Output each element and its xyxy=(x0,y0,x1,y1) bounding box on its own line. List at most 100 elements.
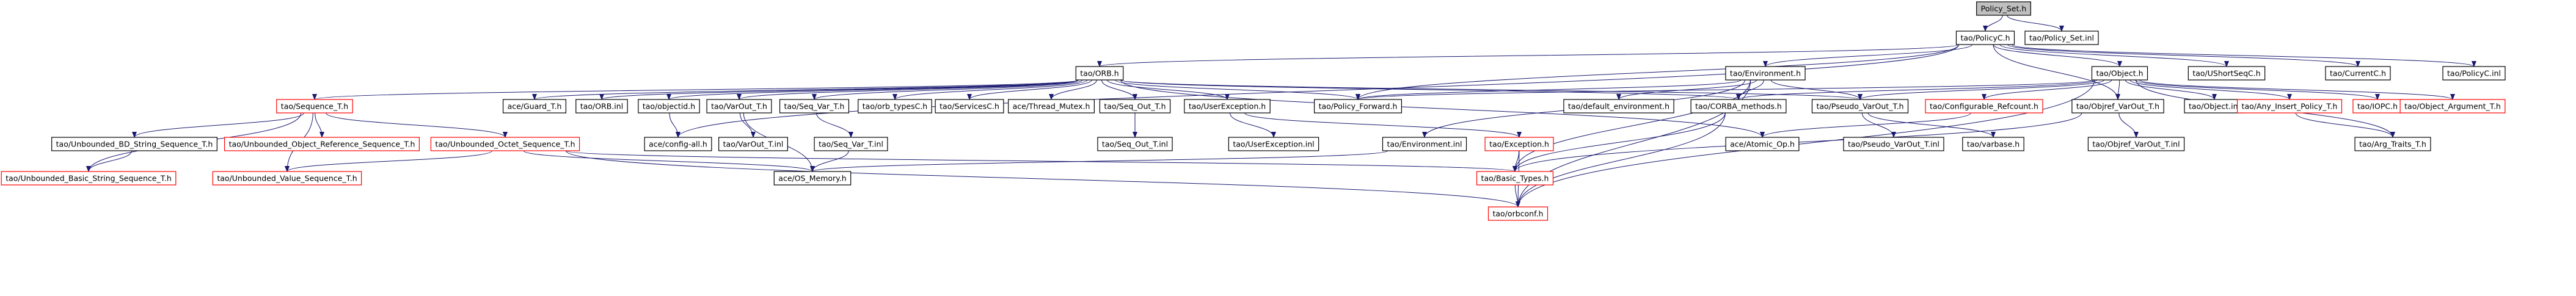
node-varbase-h[interactable]: tao/varbase.h xyxy=(1962,137,2024,151)
node-userexception-h[interactable]: tao/UserException.h xyxy=(1184,99,1271,114)
node-atomic-op-h[interactable]: ace/Atomic_Op.h xyxy=(1725,137,1800,151)
node-seq-out-t-inl[interactable]: tao/Seq_Out_T.inl xyxy=(1097,137,1173,151)
node-configurable-refcount-h[interactable]: tao/Configurable_Refcount.h xyxy=(1925,99,2043,114)
node-iopc-h[interactable]: tao/IOPC.h xyxy=(2352,99,2403,114)
node-label: tao/Unbounded_BD_String_Sequence_T.h xyxy=(56,140,213,149)
node-orb-h[interactable]: tao/ORB.h xyxy=(1075,66,1124,81)
node-label: tao/PolicyC.h xyxy=(1961,34,2010,43)
node-label: tao/IOPC.h xyxy=(2357,102,2398,111)
node-varout-t-h[interactable]: tao/VarOut_T.h xyxy=(706,99,772,114)
node-label: tao/Unbounded_Octet_Sequence_T.h xyxy=(435,140,575,149)
edge-object-h-to-iopc-h xyxy=(2134,79,2380,100)
node-label: tao/Unbounded_Object_Reference_Sequence_… xyxy=(229,140,415,149)
node-box xyxy=(1811,99,1909,114)
node-pseudo-varout-t-h[interactable]: tao/Pseudo_VarOut_T.h xyxy=(1811,99,1909,114)
node-object-inl[interactable]: tao/Object.inl xyxy=(2184,99,2245,114)
node-unbounded-object-reference-sequence-t-h[interactable]: tao/Unbounded_Object_Reference_Sequence_… xyxy=(224,137,420,151)
node-label: tao/objectid.h xyxy=(643,102,695,111)
node-label: ace/config-all.h xyxy=(649,140,707,149)
node-orb-inl[interactable]: tao/ORB.inl xyxy=(575,99,628,114)
node-box xyxy=(51,137,217,151)
node-exception-h[interactable]: tao/Exception.h xyxy=(1484,137,1554,151)
node-box xyxy=(638,99,700,114)
node-seq-out-t-h[interactable]: tao/Seq_Out_T.h xyxy=(1099,99,1171,114)
node-box xyxy=(1690,99,1787,114)
node-label: Policy_Set.h xyxy=(1981,4,2027,13)
node-currentc-h[interactable]: tao/CurrentC.h xyxy=(2325,66,2391,81)
node-box xyxy=(1976,1,2031,16)
node-policy-set-h[interactable]: Policy_Set.h xyxy=(1976,1,2031,16)
node-policy-forward-h[interactable]: tao/Policy_Forward.h xyxy=(1314,99,1402,114)
edge-orb-h-to-objectid-h xyxy=(666,79,1079,100)
node-box xyxy=(1725,66,1806,81)
node-policyc-inl[interactable]: tao/PolicyC.inl xyxy=(2442,66,2506,81)
node-unbounded-bd-string-sequence-t-h[interactable]: tao/Unbounded_BD_String_Sequence_T.h xyxy=(51,137,217,151)
node-varout-t-inl[interactable]: tao/VarOut_T.inl xyxy=(718,137,788,151)
edge-sequence-t-h-to-unbounded-bd-string-sequence-t-h xyxy=(132,112,304,138)
edge-pseudo-varout-t-h-to-pseudo-varout-t-inl xyxy=(1861,112,1896,138)
node-box xyxy=(2399,99,2506,114)
node-os-memory-h[interactable]: ace/OS_Memory.h xyxy=(773,171,852,186)
node-orb-typesc-h[interactable]: tao/orb_typesC.h xyxy=(858,99,932,114)
node-pseudo-varout-t-inl[interactable]: tao/Pseudo_VarOut_T.inl xyxy=(1843,137,1944,151)
node-seq-var-t-h[interactable]: tao/Seq_Var_T.h xyxy=(779,99,850,114)
node-label: tao/UShortSeqC.h xyxy=(2192,69,2260,78)
node-unbounded-value-sequence-t-h[interactable]: tao/Unbounded_Value_Sequence_T.h xyxy=(212,171,362,186)
node-label: tao/UserException.h xyxy=(1189,102,1266,111)
node-thread-mutex-h[interactable]: ace/Thread_Mutex.h xyxy=(1008,99,1095,114)
node-label: ace/Guard_T.h xyxy=(508,102,562,111)
node-environment-inl[interactable]: tao/Environment.inl xyxy=(1382,137,1467,151)
node-policy-set-inl[interactable]: tao/Policy_Set.inl xyxy=(2024,31,2099,45)
edge-orb-h-to-sequence-t-h xyxy=(312,79,1079,100)
node-sequence-t-h[interactable]: tao/Sequence_T.h xyxy=(276,99,353,114)
edge-varout-t-h-to-varout-t-inl xyxy=(739,112,756,138)
edge-orb-h-to-atomic-op-h xyxy=(1120,79,1765,138)
node-seq-var-t-inl[interactable]: tao/Seq_Var_T.inl xyxy=(814,137,888,151)
edge-corba-methods-h-to-basic-types-h xyxy=(1512,112,1726,172)
node-environment-h[interactable]: tao/Environment.h xyxy=(1725,66,1806,81)
node-unbounded-octet-sequence-t-h[interactable]: tao/Unbounded_Octet_Sequence_T.h xyxy=(430,137,580,151)
edge-seq-var-t-h-to-seq-var-t-inl xyxy=(816,112,853,138)
node-corba-methods-h[interactable]: tao/CORBA_methods.h xyxy=(1690,99,1787,114)
node-guard-t-h[interactable]: ace/Guard_T.h xyxy=(502,99,567,114)
node-arg-traits-t-h[interactable]: tao/Arg_Traits_T.h xyxy=(2354,137,2431,151)
node-any-insert-policy-t-h[interactable]: tao/Any_Insert_Policy_T.h xyxy=(2236,99,2343,114)
node-box xyxy=(644,137,712,151)
node-orbconf-h[interactable]: tao/orbconf.h xyxy=(1487,206,1549,221)
node-objref-varout-t-h[interactable]: tao/Objref_VarOut_T.h xyxy=(2071,99,2164,114)
node-object-h[interactable]: tao/Object.h xyxy=(2091,66,2148,81)
node-label: tao/Environment.inl xyxy=(1387,140,1462,149)
edge-unbounded-octet-sequence-t-h-to-unbounded-value-sequence-t-h xyxy=(285,150,493,172)
node-label: tao/Seq_Var_T.h xyxy=(784,102,845,111)
edge-objref-varout-t-h-to-objref-varout-t-inl xyxy=(2118,112,2139,138)
node-objref-varout-t-inl[interactable]: tao/Objref_VarOut_T.inl xyxy=(2087,137,2185,151)
node-ushortseqc-h[interactable]: tao/UShortSeqC.h xyxy=(2187,66,2266,81)
node-default-environment-h[interactable]: tao/default_environment.h xyxy=(1563,99,1674,114)
node-label: ace/Thread_Mutex.h xyxy=(1013,102,1090,111)
node-config-all-h[interactable]: ace/config-all.h xyxy=(644,137,712,151)
node-box xyxy=(1843,137,1944,151)
node-unbounded-basic-string-sequence-t-h[interactable]: tao/Unbounded_Basic_String_Sequence_T.h xyxy=(1,171,177,186)
edge-orb-h-to-policy-forward-h xyxy=(1114,79,1360,100)
node-servicesc-h[interactable]: tao/ServicesC.h xyxy=(935,99,1004,114)
node-basic-types-h[interactable]: tao/Basic_Types.h xyxy=(1476,171,1554,186)
edge-userexception-h-to-exception-h xyxy=(1244,112,1522,138)
node-userexception-inl[interactable]: tao/UserException.inl xyxy=(1228,137,1319,151)
edge-object-h-to-objref-varout-t-h xyxy=(2115,79,2121,100)
edge-environment-h-to-policy-forward-h xyxy=(1356,79,1742,100)
edge-any-insert-policy-t-h-to-arg-traits-t-h xyxy=(2295,112,2395,138)
edge-basic-types-h-to-orbconf-h xyxy=(1514,184,1520,208)
node-box xyxy=(2236,99,2343,114)
node-label: tao/Seq_Var_T.inl xyxy=(819,140,883,149)
node-box xyxy=(276,99,353,114)
node-label: tao/Seq_Out_T.inl xyxy=(1102,140,1168,149)
node-object-argument-t-h[interactable]: tao/Object_Argument_T.h xyxy=(2399,99,2506,114)
node-label: tao/Objref_VarOut_T.inl xyxy=(2092,140,2180,149)
edge-object-h-to-corba-methods-h xyxy=(1736,79,2098,100)
node-box xyxy=(2091,66,2148,81)
edge-unbounded-octet-sequence-t-h-to-orbconf-h xyxy=(565,150,1520,208)
edge-policy-set-h-to-policyc-h xyxy=(1983,15,2003,32)
edge-object-h-to-object-argument-t-h xyxy=(2139,79,2455,100)
node-policyc-h[interactable]: tao/PolicyC.h xyxy=(1955,31,2015,45)
node-objectid-h[interactable]: tao/objectid.h xyxy=(638,99,700,114)
